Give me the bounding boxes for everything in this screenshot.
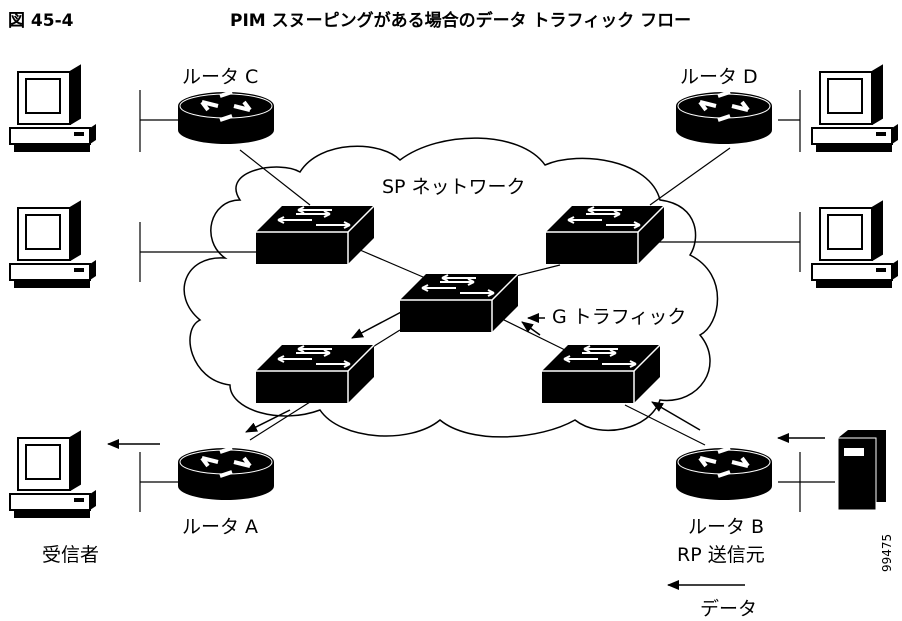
pc-receiver — [9, 431, 97, 519]
figure-number: 図 45-4 — [8, 11, 74, 31]
label-router-a: ルータ A — [182, 516, 259, 538]
link-switchbl-a — [249, 401, 311, 441]
link-d-switch — [649, 147, 731, 206]
link-c-switch — [239, 149, 311, 206]
switch-top-left — [255, 205, 375, 265]
label-rp-source: RP 送信元 — [677, 544, 765, 566]
label-router-d: ルータ D — [680, 66, 758, 88]
router-a — [176, 446, 276, 502]
switch-center — [399, 273, 519, 333]
link-switchl-center — [359, 249, 431, 281]
label-data-legend: データ — [700, 598, 758, 620]
switch-bottom-left — [255, 344, 375, 404]
pc-top-left — [9, 65, 97, 153]
flow-arrow-switchbr-center — [521, 321, 541, 336]
router-b — [674, 446, 774, 502]
label-router-c: ルータ C — [182, 66, 259, 88]
label-router-b: ルータ B — [688, 516, 765, 538]
label-receiver: 受信者 — [42, 544, 100, 566]
router-d — [674, 90, 774, 146]
pc-mid-right — [811, 201, 899, 289]
switch-top-right — [545, 205, 665, 265]
label-sp-network: SP ネットワーク — [382, 176, 526, 198]
figure-title: PIM スヌーピングがある場合のデータ トラフィック フロー — [230, 11, 692, 31]
link-center-switchbr — [499, 317, 566, 351]
label-g-traffic: G トラフィック — [552, 306, 687, 328]
flow-arrow-center-switchbl — [351, 309, 406, 339]
server-source — [837, 429, 887, 511]
pc-top-right — [811, 65, 899, 153]
image-id: 99475 — [880, 533, 894, 572]
flow-arrow-switchbl-a — [245, 409, 291, 433]
switch-bottom-right — [541, 344, 661, 404]
flow-arrow-b-switchbr — [651, 401, 701, 431]
router-c — [176, 90, 276, 146]
pc-mid-left — [9, 201, 97, 289]
link-switchbr-b — [624, 404, 706, 446]
